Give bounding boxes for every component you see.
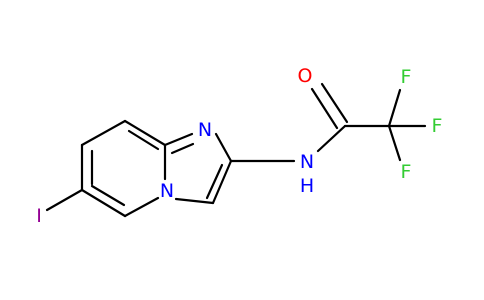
bond-c5-c6-inner [90, 184, 126, 207]
atom-fluorine-right: F [432, 115, 443, 137]
bond-cf3-fbottom [387, 124, 402, 162]
bond-cf3-ftop [387, 88, 402, 128]
atom-nitrogen-amide: N [300, 151, 314, 173]
atom-fluorine-top: F [401, 66, 412, 88]
bond-c8-c8a-inner [127, 129, 160, 151]
atom-iodine: I [36, 205, 42, 227]
atom-nitrogen-bridgehead: N [160, 180, 174, 202]
bond-c5-c6 [80, 188, 127, 218]
bonds [45, 82, 427, 218]
bond-c8-c8a [123, 119, 167, 147]
bond-c7-c8 [80, 119, 127, 147]
atom-fluorine-bottom: F [401, 161, 412, 183]
atom-hydrogen-amide: H [300, 175, 314, 197]
bond-nbridge-c5 [123, 196, 160, 218]
bond-c3-nbridge [174, 197, 215, 205]
atom-nitrogen-ring: N [198, 119, 212, 141]
bond-ccarbonyl-o-double [320, 82, 349, 124]
bond-nring-c2 [214, 132, 233, 163]
bond-namide-ccarbonyl [316, 124, 347, 153]
bond-c8a-nring [163, 132, 194, 147]
bond-c2-c3 [211, 159, 233, 205]
bond-c2-c3-inner [205, 163, 224, 200]
bond-ccarbonyl-o [310, 87, 339, 130]
bond-c8a-nring-inner [170, 142, 195, 155]
atom-labels: O N H N N I F F F [36, 65, 442, 227]
atom-oxygen: O [298, 65, 313, 87]
bond-c6-i [45, 188, 84, 212]
